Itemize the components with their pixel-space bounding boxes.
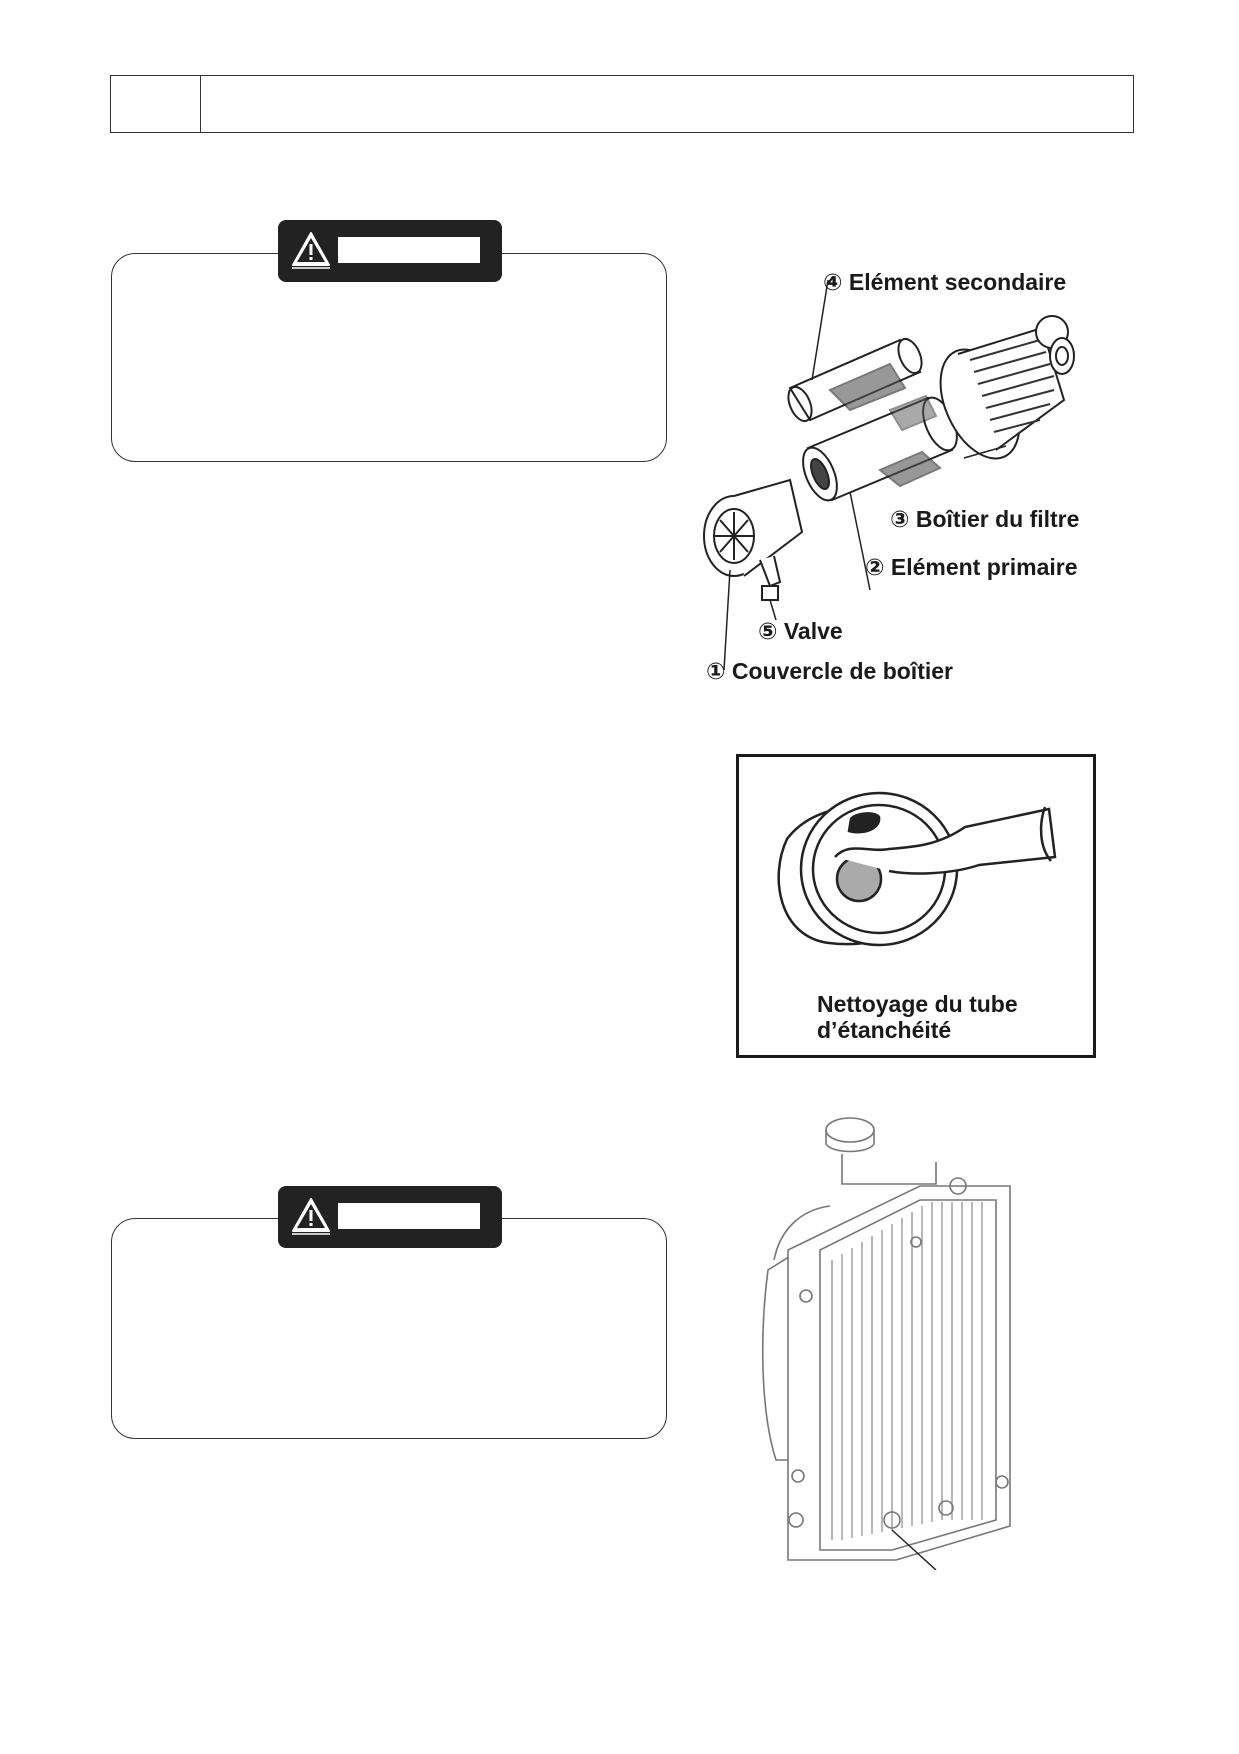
warning-label-text-area <box>338 1203 480 1229</box>
caption-line-1: Nettoyage du tube <box>817 991 1018 1017</box>
warning-box-1 <box>111 253 667 462</box>
secondary-element-drawing <box>787 337 923 423</box>
radiator-diagram <box>740 1110 1050 1571</box>
warning-label-1 <box>278 220 502 282</box>
warning-label-2 <box>278 1186 502 1248</box>
housing-cover-drawing <box>703 478 804 601</box>
warning-label-text-area <box>338 237 480 263</box>
header-table <box>110 75 1134 133</box>
label-housing-cover: ① Couvercle de boîtier <box>706 658 953 684</box>
label-primary-element: ② Elément primaire <box>865 554 1078 580</box>
radiator-illustration <box>761 1117 1011 1571</box>
air-filter-illustration <box>703 279 1075 671</box>
label-secondary-element: ④ Elément secondaire <box>823 269 1067 295</box>
warning-icon <box>292 232 330 269</box>
label-valve: ⑤ Valve <box>758 618 843 644</box>
warning-icon <box>292 1198 330 1235</box>
seal-tube-illustration <box>777 791 1057 947</box>
seal-tube-caption: Nettoyage du tube d’étanchéité <box>817 991 1018 1043</box>
radiator-leader-line <box>891 1529 937 1571</box>
primary-element-drawing <box>802 394 958 502</box>
caption-line-2: d’étanchéité <box>817 1017 952 1043</box>
label-filter-housing: ③ Boîtier du filtre <box>890 506 1080 532</box>
air-filter-diagram: ④ Elément secondaire ③ Boîtier du filtre… <box>690 260 1130 700</box>
header-page-cell <box>111 76 201 132</box>
filter-housing-drawing <box>939 315 1075 460</box>
seal-tube-cleaning-figure: Nettoyage du tube d’étanchéité <box>736 754 1096 1058</box>
warning-box-2 <box>111 1218 667 1439</box>
